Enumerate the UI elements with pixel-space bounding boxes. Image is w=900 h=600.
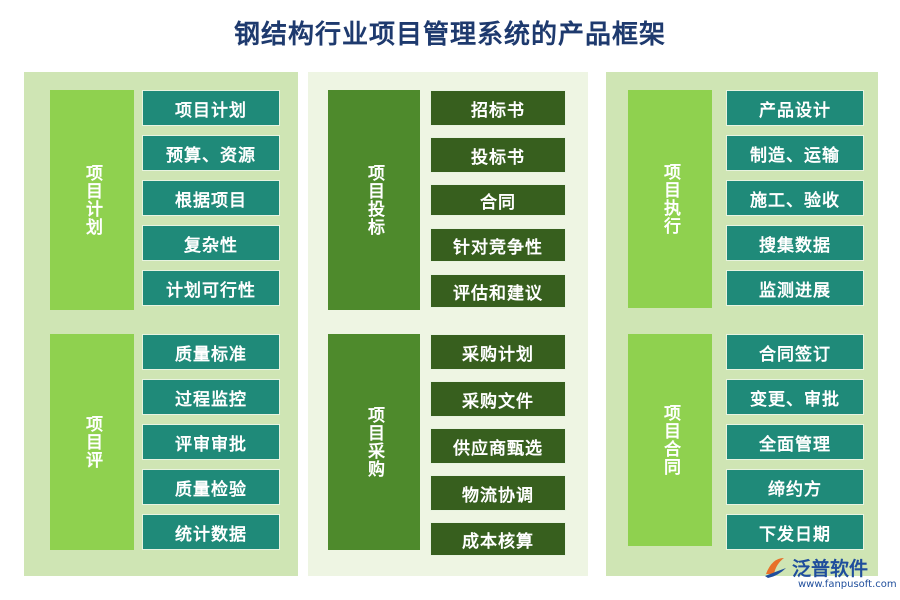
item-box: 质量标准 — [142, 334, 280, 370]
category-label: 项目采购 — [328, 334, 420, 550]
column-panel-1: 项目计划 项目计划 预算、资源 根据项目 复杂性 计划可行性 项目评 质量标准 … — [24, 72, 298, 576]
item-box: 施工、验收 — [726, 180, 864, 216]
item-box: 变更、审批 — [726, 379, 864, 415]
item-box: 质量检验 — [142, 469, 280, 505]
item-box: 产品设计 — [726, 90, 864, 126]
item-box: 监测进展 — [726, 270, 864, 306]
category-label: 项目评 — [50, 334, 134, 550]
item-box: 项目计划 — [142, 90, 280, 126]
item-box: 计划可行性 — [142, 270, 280, 306]
logo-url: www.fanpusoft.com — [798, 579, 897, 590]
item-box: 制造、运输 — [726, 135, 864, 171]
item-box: 评审审批 — [142, 424, 280, 460]
item-box: 复杂性 — [142, 225, 280, 261]
category-label: 项目计划 — [50, 90, 134, 310]
item-box: 根据项目 — [142, 180, 280, 216]
item-box: 统计数据 — [142, 514, 280, 550]
item-box: 合同签订 — [726, 334, 864, 370]
item-box: 预算、资源 — [142, 135, 280, 171]
item-box: 下发日期 — [726, 514, 864, 550]
category-label: 项目合同 — [628, 334, 712, 546]
item-box: 物流协调 — [430, 475, 566, 511]
item-box: 全面管理 — [726, 424, 864, 460]
item-box: 招标书 — [430, 90, 566, 126]
item-box: 过程监控 — [142, 379, 280, 415]
fanpu-logo-icon — [765, 558, 786, 578]
item-box: 合同 — [430, 184, 566, 216]
item-box: 缔约方 — [726, 469, 864, 505]
logo-name: 泛普软件 — [792, 558, 869, 580]
item-box: 搜集数据 — [726, 225, 864, 261]
item-box: 成本核算 — [430, 522, 566, 556]
brand-logo: 泛普软件 www.fanpusoft.com — [762, 552, 897, 594]
item-box: 采购文件 — [430, 381, 566, 417]
page-title: 钢结构行业项目管理系统的产品框架 — [233, 20, 666, 50]
category-label: 项目执行 — [628, 90, 712, 308]
item-box: 评估和建议 — [430, 274, 566, 308]
column-panel-2: 项目投标 招标书 投标书 合同 针对竞争性 评估和建议 项目采购 采购计划 采购… — [308, 72, 588, 576]
category-label: 项目投标 — [328, 90, 420, 310]
column-panel-3: 项目执行 产品设计 制造、运输 施工、验收 搜集数据 监测进展 项目合同 合同签… — [606, 72, 878, 576]
item-box: 供应商甄选 — [430, 428, 566, 464]
item-box: 针对竞争性 — [430, 228, 566, 262]
item-box: 投标书 — [430, 137, 566, 173]
item-box: 采购计划 — [430, 334, 566, 370]
